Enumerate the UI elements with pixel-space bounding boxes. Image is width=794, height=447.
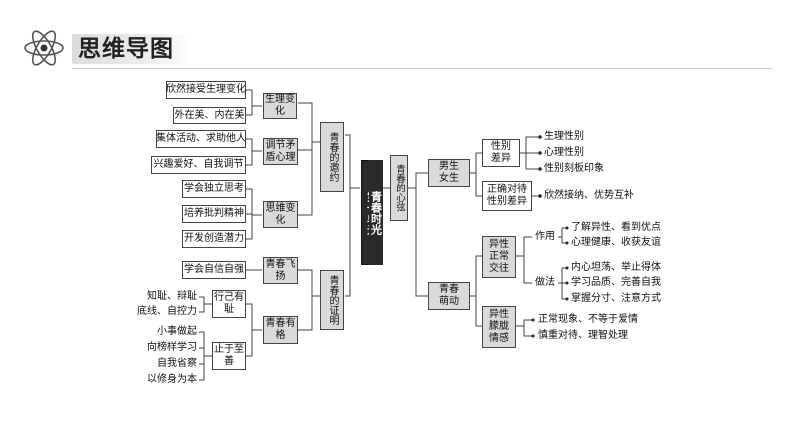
page-title: 思维导图 <box>78 36 174 62</box>
node-function: 作用 <box>535 231 555 242</box>
center-node-second: 青春时光 <box>369 160 383 265</box>
node-youth-invitation: 青春的邀约 <box>320 122 344 192</box>
slide-header: 思维导图 <box>0 0 794 78</box>
node-hazy-feelings: 异性朦胧情感 <box>482 306 516 348</box>
center-col2: 青春时光 <box>369 190 383 235</box>
leaf-gender-stereotype: 性别刻板印象 <box>544 163 604 174</box>
leaf-creative-potential: 开发创造潜力 <box>182 230 246 248</box>
leaf-self-cultivation: 以修身为本 <box>147 374 197 385</box>
leaf-start-small: 小事做起 <box>157 326 197 337</box>
leaf-self-reflection: 自我省察 <box>157 358 197 369</box>
leaf-normal-not-love: 正常现象、不等于爱情 <box>538 314 638 325</box>
node-physical-change: 生理变化 <box>263 93 297 119</box>
node-method: 做法 <box>535 277 555 288</box>
leaf-open-heart: 内心坦荡、举止得体 <box>571 262 661 273</box>
node-normal-interaction: 异性正常交往 <box>482 236 516 278</box>
node-youth-flying: 青春飞扬 <box>263 257 298 284</box>
leaf-critical-spirit: 培养批判精神 <box>182 205 246 223</box>
leaf-biological-sex: 生理性别 <box>544 131 584 142</box>
atom-icon <box>24 30 64 66</box>
node-youth-proof: 青春的证明 <box>320 270 344 330</box>
node-conflict-psychology: 调节矛盾心理 <box>263 138 298 165</box>
leaf-psychological-gender: 心理性别 <box>544 147 584 158</box>
leaf-bottom-line: 底线、自控力 <box>137 306 197 317</box>
node-youth-heartstrings: 青春的心弦 <box>390 155 408 221</box>
leaf-confidence: 学会自信自强 <box>182 261 246 279</box>
header-divider <box>72 68 772 69</box>
leaf-accept-complement: 欣然接纳、优势互补 <box>544 190 634 201</box>
leaf-know-shame: 知耻、辩耻 <box>147 291 197 302</box>
node-treat-difference: 正确对待性别差异 <box>482 181 532 211</box>
leaf-hobby-self: 兴趣爱好、自我调节 <box>151 156 246 174</box>
node-strive-perfection: 止于至善 <box>212 342 246 370</box>
leaf-independent-thinking: 学会独立思考 <box>182 180 246 198</box>
leaf-proper-measure: 掌握分寸、注意方式 <box>571 293 661 304</box>
node-sense-of-shame: 行己有耻 <box>212 290 246 318</box>
leaf-outer-inner-beauty: 外在美、内在美 <box>173 107 246 124</box>
leaf-treat-rationally: 慎重对待、理智处理 <box>538 330 628 341</box>
leaf-know-opposite-sex: 了解异性、看到优点 <box>571 222 661 233</box>
leaf-mental-health: 心理健康、收获友谊 <box>571 237 661 248</box>
leaf-learn-qualities: 学习品质、完善自我 <box>571 277 661 288</box>
leaf-accept-change: 欣然接受生理变化 <box>166 81 246 99</box>
node-youth-awakening: 青春萌动 <box>428 282 470 310</box>
node-youth-character: 青春有格 <box>263 316 298 344</box>
leaf-learn-role-model: 向榜样学习 <box>147 342 197 353</box>
node-boys-girls: 男生女生 <box>428 159 470 187</box>
node-gender-difference: 性别差异 <box>482 139 520 167</box>
leaf-group-activity: 集体活动、求助他人 <box>156 130 246 148</box>
title-background <box>72 34 192 64</box>
node-thinking-change: 思维变化 <box>263 201 298 228</box>
